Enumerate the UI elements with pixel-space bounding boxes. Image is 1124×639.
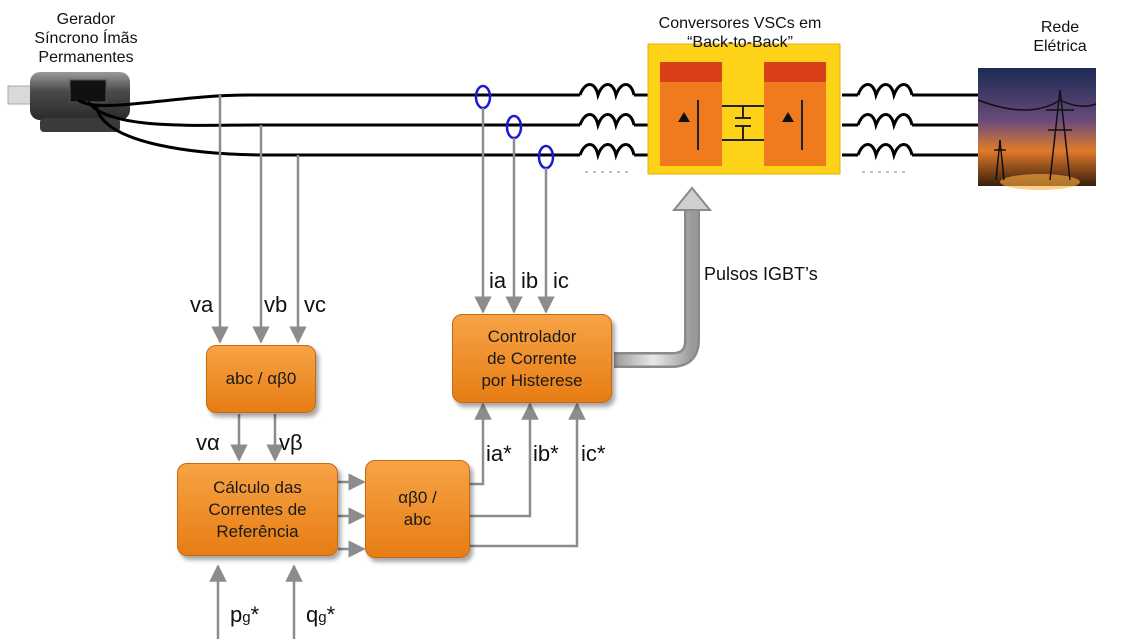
alphabeta-abc-inverse-transform-block: αβ0 / abc xyxy=(365,460,470,558)
reference-current-calculation-block: Cálculo das Correntes de Referência xyxy=(177,463,338,556)
generator-label: Gerador Síncrono Ímãs Permanentes xyxy=(34,11,138,66)
hysteresis-current-controller-block: Controlador de Corrente por Histerese xyxy=(452,314,612,403)
converter-illustration xyxy=(647,43,841,175)
converters-label: Conversores VSCs em “Back-to-Back” xyxy=(658,15,822,51)
pulses-label: Pulsos IGBT’s xyxy=(704,264,818,284)
ia-label: ia xyxy=(489,268,507,293)
valpha-label: vα xyxy=(196,430,220,455)
grid-label: Rede Elétrica xyxy=(1033,19,1087,55)
qg-ref-label: qg* xyxy=(306,602,335,628)
ib-label: ib xyxy=(521,268,539,293)
qg-ref-sub: g xyxy=(318,609,327,626)
qg-ref-base: q xyxy=(306,602,319,627)
qg-ref-star: * xyxy=(326,602,336,627)
valphabeta-lines xyxy=(230,414,284,462)
current-feedback-lines xyxy=(474,108,555,314)
ic-ref-label: ic* xyxy=(581,441,606,466)
grid-illustration xyxy=(977,68,1097,190)
voltage-feedback-lines xyxy=(211,95,307,344)
ib-ref-label: ib* xyxy=(533,441,559,466)
power-lines xyxy=(77,83,978,161)
va-label: va xyxy=(190,292,214,317)
pg-ref-base: p xyxy=(230,602,243,627)
vc-label: vc xyxy=(304,292,326,317)
reference-to-inverse-lines xyxy=(338,473,366,558)
ia-ref-label: ia* xyxy=(486,441,512,466)
pulses-arrow xyxy=(614,186,713,368)
vbeta-label: vβ xyxy=(279,430,303,455)
ic-label: ic xyxy=(553,268,569,293)
abc-alphabeta-transform-block: abc / αβ0 xyxy=(206,345,316,413)
pg-ref-star: * xyxy=(250,602,260,627)
reference-current-lines xyxy=(470,402,586,548)
generator-illustration xyxy=(7,72,130,132)
power-reference-lines xyxy=(209,564,303,639)
pg-ref-label: pg* xyxy=(230,602,259,628)
vb-label: vb xyxy=(264,292,288,317)
pg-ref-sub: g xyxy=(242,609,251,626)
